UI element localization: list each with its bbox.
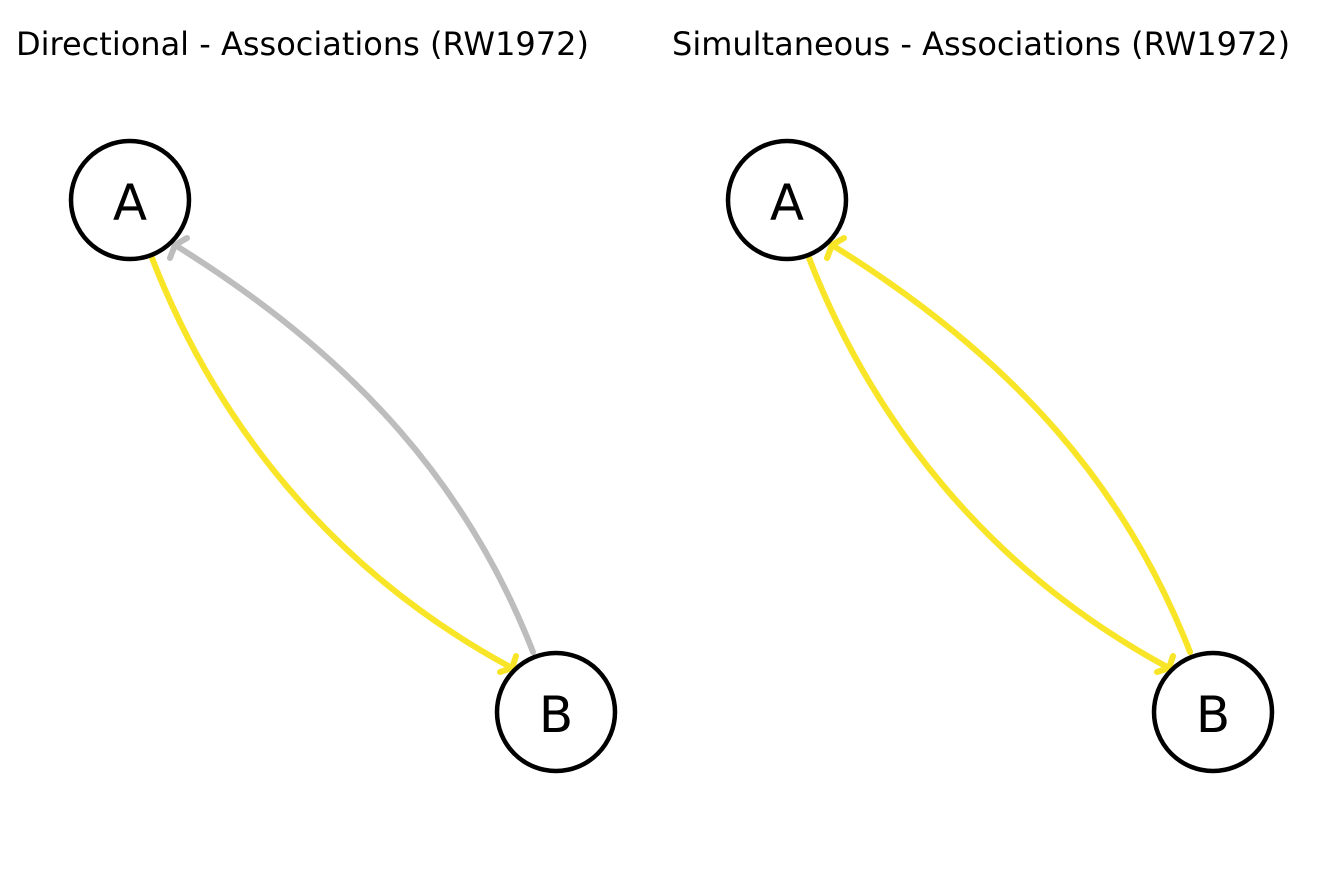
edge-a-to-b (806, 255, 1172, 671)
arrowhead-b (1154, 653, 1176, 675)
node-a-label: A (113, 174, 147, 232)
arrowhead-b (497, 653, 519, 675)
node-a-circle (725, 138, 849, 262)
node-b-label: B (539, 686, 573, 744)
edge-b-to-a (829, 242, 1193, 655)
panel-simultaneous: Simultaneous - Associations (RW1972) A B (672, 25, 1290, 774)
node-b-label: B (1196, 686, 1230, 744)
panel-directional: Directional - Associations (RW1972) A B (16, 25, 618, 774)
node-a-label: A (770, 174, 804, 232)
node-a: A (68, 138, 192, 262)
node-b-circle (1151, 650, 1275, 774)
panel-title: Directional - Associations (RW1972) (16, 25, 589, 63)
node-a-circle (68, 138, 192, 262)
node-b: B (1151, 650, 1275, 774)
edge-a-to-b (149, 255, 515, 671)
node-b-circle (494, 650, 618, 774)
arrowhead-a (167, 235, 190, 261)
node-b: B (494, 650, 618, 774)
arrowhead-a (824, 235, 847, 261)
node-a: A (725, 138, 849, 262)
panel-title: Simultaneous - Associations (RW1972) (672, 25, 1290, 63)
edge-b-to-a (172, 242, 536, 655)
